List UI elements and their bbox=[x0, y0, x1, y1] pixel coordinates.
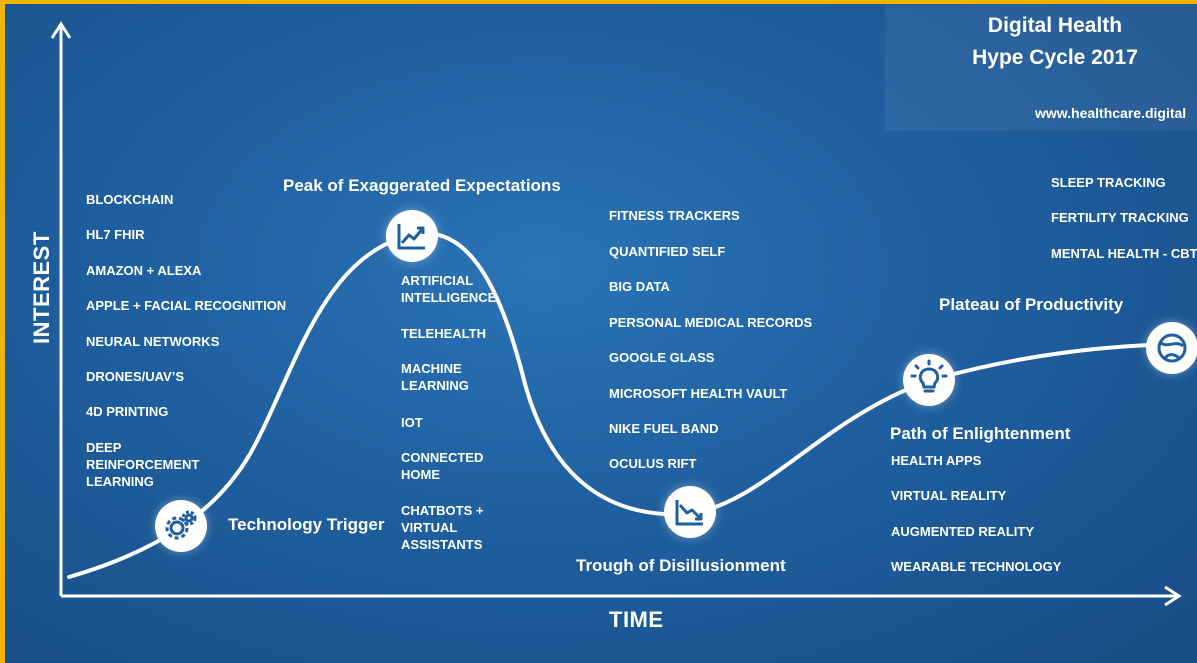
enlightenment-item: AUGMENTED REALITY bbox=[891, 524, 1034, 539]
x-axis-label: TIME bbox=[609, 607, 664, 632]
trough-item: QUANTIFIED SELF bbox=[609, 244, 726, 259]
trough-item: GOOGLE GLASS bbox=[609, 350, 715, 365]
phase-plateau: Plateau of Productivity bbox=[939, 295, 1124, 314]
trough-item: PERSONAL MEDICAL RECORDS bbox=[609, 315, 813, 330]
enlightenment-item: VIRTUAL REALITY bbox=[891, 488, 1007, 503]
peak-item: MACHINE LEARNING bbox=[401, 361, 469, 393]
title-line-2: Hype Cycle 2017 bbox=[972, 46, 1138, 69]
phase-technology-trigger: Technology Trigger bbox=[228, 515, 385, 534]
trigger-item: DEEP REINFORCEMENT LEARNING bbox=[86, 440, 200, 489]
peak-marker bbox=[386, 210, 438, 262]
enlightenment-marker bbox=[903, 354, 955, 406]
trigger-item: HL7 FHIR bbox=[86, 227, 145, 242]
trigger-item: AMAZON + ALEXA bbox=[86, 263, 202, 278]
plateau-item: MENTAL HEALTH - CBT bbox=[1051, 246, 1197, 261]
trough-item: OCULUS RIFT bbox=[609, 456, 697, 471]
globe-icon bbox=[1157, 333, 1187, 363]
peak-item: TELEHEALTH bbox=[401, 326, 486, 341]
phase-peak: Peak of Exaggerated Expectations bbox=[283, 176, 561, 195]
peak-item: CONNECTED HOME bbox=[401, 450, 484, 482]
trigger-item: BLOCKCHAIN bbox=[86, 192, 174, 207]
plateau-item: SLEEP TRACKING bbox=[1051, 175, 1166, 190]
technology-trigger-marker bbox=[155, 500, 207, 552]
trigger-item: NEURAL NETWORKS bbox=[86, 334, 220, 349]
plateau-item: FERTILITY TRACKING bbox=[1051, 210, 1189, 225]
trigger-item: APPLE + FACIAL RECOGNITION bbox=[86, 298, 287, 313]
rising-chart-icon bbox=[397, 224, 425, 250]
plateau-marker bbox=[1146, 322, 1197, 374]
title-line-1: Digital Health bbox=[987, 14, 1123, 37]
y-axis-label: INTEREST bbox=[29, 231, 54, 344]
trough-item: MICROSOFT HEALTH VAULT bbox=[609, 386, 788, 401]
lightbulb-icon bbox=[910, 359, 948, 393]
trigger-item: 4D PRINTING bbox=[86, 404, 169, 419]
peak-item: ARTIFICIAL INTELLIGENCE bbox=[401, 273, 497, 305]
trough-item: NIKE FUEL BAND bbox=[609, 421, 719, 436]
x-axis-arrowhead bbox=[1164, 585, 1182, 607]
title-panel bbox=[885, 4, 1197, 131]
phase-trough: Trough of Disillusionment bbox=[576, 556, 786, 575]
peak-item: IOT bbox=[401, 415, 423, 430]
trigger-item: DRONES/UAV’S bbox=[86, 369, 184, 384]
enlightenment-item: HEALTH APPS bbox=[891, 453, 982, 468]
hype-cycle-frame: Digital Health Hype Cycle 2017 www.healt… bbox=[5, 4, 1197, 663]
peak-item: CHATBOTS + VIRTUAL ASSISTANTS bbox=[401, 503, 484, 552]
trough-marker bbox=[664, 486, 716, 538]
trough-item: BIG DATA bbox=[609, 279, 670, 294]
trough-item: FITNESS TRACKERS bbox=[609, 208, 740, 223]
phase-enlightenment: Path of Enlightenment bbox=[890, 424, 1071, 443]
y-axis-arrowhead bbox=[50, 21, 72, 39]
website-url: www.healthcare.digital bbox=[1035, 105, 1187, 121]
enlightenment-item: WEARABLE TECHNOLOGY bbox=[891, 559, 1062, 574]
falling-chart-icon bbox=[675, 500, 703, 526]
gears-icon bbox=[165, 510, 197, 540]
